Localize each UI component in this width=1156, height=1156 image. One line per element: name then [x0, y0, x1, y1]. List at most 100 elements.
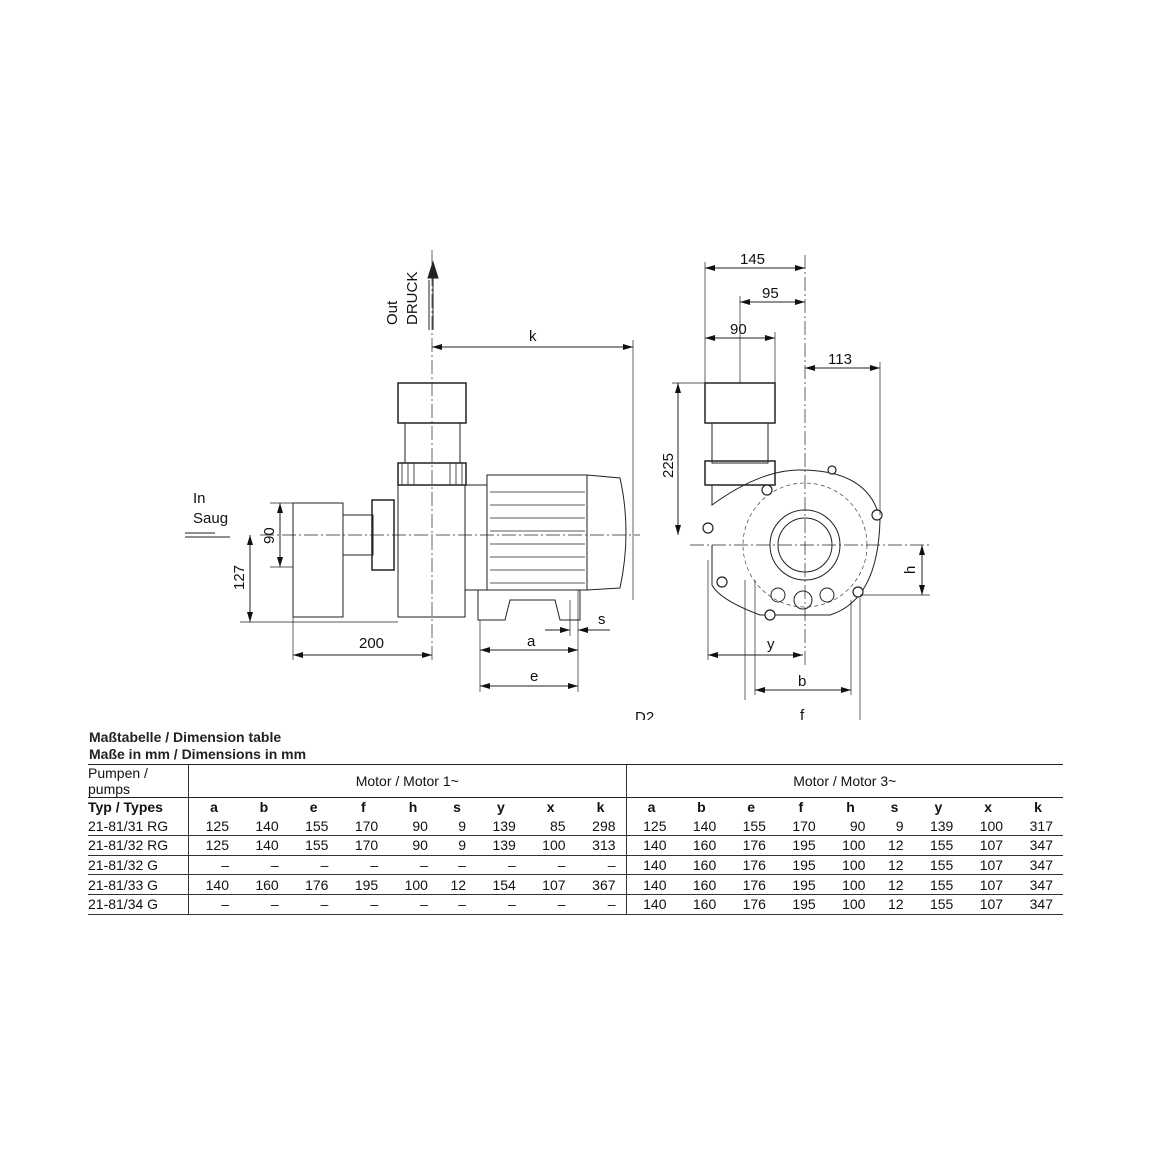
- table-subtitle: Maße in mm / Dimensions in mm: [89, 746, 307, 762]
- value-cell: 347: [1013, 874, 1063, 895]
- value-cell: 90: [388, 816, 438, 837]
- value-cell: 100: [825, 874, 876, 895]
- value-cell: –: [437, 855, 477, 876]
- dim-y: y: [767, 636, 775, 653]
- column-header-s: s: [890, 799, 899, 816]
- value-cell: –: [525, 855, 576, 876]
- dim-200: 200: [359, 635, 384, 652]
- value-cell: 155: [913, 835, 964, 856]
- value-cell: –: [187, 894, 239, 915]
- value-cell: 139: [913, 816, 964, 837]
- type-cell: 21-81/34 G: [88, 894, 189, 915]
- value-cell: 100: [388, 874, 438, 895]
- value-cell: 160: [676, 874, 727, 895]
- type-cell: 21-81/33 G: [88, 874, 189, 895]
- value-cell: 9: [437, 816, 477, 837]
- value-cell: 176: [726, 894, 776, 915]
- column-header-h: h: [408, 799, 418, 816]
- value-cell: –: [288, 855, 339, 876]
- value-cell: 140: [676, 816, 727, 837]
- value-cell: 107: [963, 874, 1014, 895]
- value-cell: 155: [288, 835, 339, 856]
- types-header: Typ / Types: [88, 799, 163, 816]
- value-cell: 367: [575, 874, 627, 895]
- dim-b: b: [798, 673, 806, 690]
- value-cell: 195: [338, 874, 389, 895]
- value-cell: 160: [238, 874, 289, 895]
- value-cell: 125: [187, 816, 239, 837]
- dim-s: s: [598, 611, 606, 628]
- column-header-h: h: [846, 799, 855, 816]
- value-cell: 90: [825, 816, 876, 837]
- value-cell: 170: [775, 816, 826, 837]
- motor-3-header: Motor / Motor 3~: [625, 764, 1063, 798]
- in-label: In: [193, 490, 206, 507]
- value-cell: 155: [288, 816, 339, 837]
- value-cell: –: [388, 855, 438, 876]
- value-cell: 170: [338, 835, 389, 856]
- value-cell: 347: [1013, 855, 1063, 876]
- value-cell: 9: [875, 816, 914, 837]
- value-cell: 160: [676, 855, 727, 876]
- value-cell: 155: [913, 855, 964, 876]
- dim-k: k: [529, 328, 537, 345]
- value-cell: 313: [575, 835, 627, 856]
- value-cell: 140: [625, 874, 677, 895]
- value-cell: 195: [775, 835, 826, 856]
- value-cell: –: [575, 894, 627, 915]
- value-cell: 85: [525, 816, 576, 837]
- value-cell: –: [476, 855, 526, 876]
- column-header-k: k: [596, 799, 605, 816]
- value-cell: 140: [625, 894, 677, 915]
- dim-90-left: 90: [261, 527, 278, 544]
- value-cell: –: [288, 894, 339, 915]
- column-header-x: x: [984, 799, 993, 816]
- dim-f: f: [800, 707, 805, 720]
- dim-145: 145: [740, 251, 765, 268]
- column-header-k: k: [1034, 799, 1042, 816]
- column-header-e: e: [747, 799, 755, 816]
- value-cell: 176: [726, 855, 776, 876]
- value-cell: 140: [238, 816, 289, 837]
- value-cell: 139: [476, 816, 526, 837]
- column-header-f: f: [360, 799, 366, 816]
- value-cell: 140: [625, 855, 677, 876]
- pump-technical-drawing: Out DRUCK In Saug k 200 90 127 a e s 145…: [185, 250, 930, 720]
- value-cell: 125: [625, 816, 677, 837]
- value-cell: 298: [575, 816, 627, 837]
- value-cell: 100: [825, 835, 876, 856]
- front-view: [672, 255, 930, 720]
- value-cell: 176: [288, 874, 339, 895]
- value-cell: 155: [913, 894, 964, 915]
- value-cell: –: [338, 894, 389, 915]
- value-cell: 107: [963, 855, 1014, 876]
- druck-label: DRUCK: [404, 272, 421, 325]
- out-label: Out: [384, 300, 401, 325]
- pumps-header: Pumpen / pumps: [88, 764, 189, 798]
- dim-225: 225: [660, 453, 677, 478]
- saug-label: Saug: [193, 510, 228, 527]
- value-cell: –: [187, 855, 239, 876]
- value-cell: 195: [775, 874, 826, 895]
- value-cell: 317: [1013, 816, 1063, 837]
- value-cell: 12: [875, 874, 914, 895]
- value-cell: –: [575, 855, 627, 876]
- column-header-e: e: [309, 799, 318, 816]
- value-cell: 195: [775, 894, 826, 915]
- dim-a: a: [527, 633, 536, 650]
- value-cell: 170: [338, 816, 389, 837]
- value-cell: 154: [476, 874, 526, 895]
- column-header-a: a: [187, 797, 239, 817]
- column-header-y: y: [934, 799, 943, 816]
- value-cell: 160: [676, 894, 727, 915]
- value-cell: 100: [525, 835, 576, 856]
- column-header-b: b: [697, 799, 706, 816]
- value-cell: 107: [963, 894, 1014, 915]
- dim-95: 95: [762, 285, 779, 302]
- column-header-a: a: [625, 797, 677, 817]
- value-cell: –: [238, 855, 289, 876]
